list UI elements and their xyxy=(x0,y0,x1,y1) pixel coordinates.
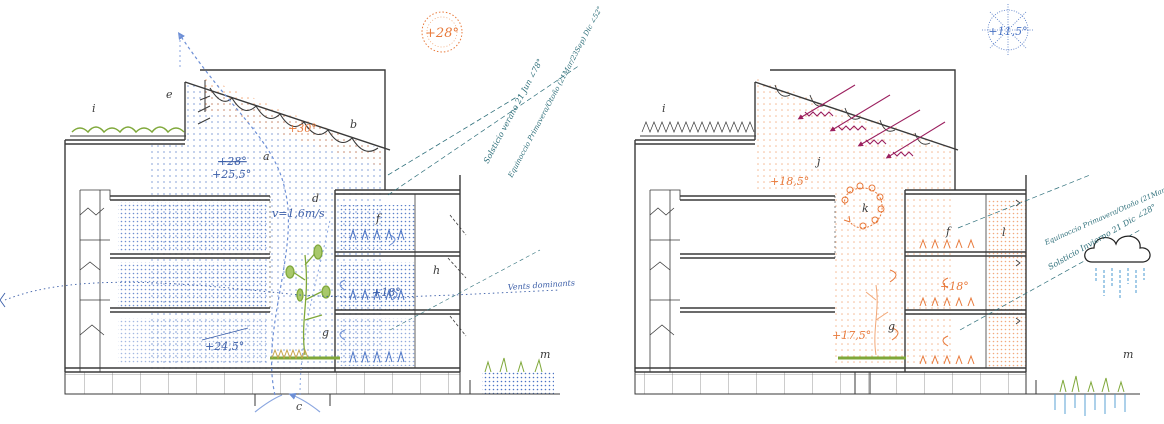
summer-temp-mid-right: +18° xyxy=(372,286,401,299)
summer-temp-upper: +25,5° xyxy=(212,168,251,181)
summer-label-g: g xyxy=(322,326,329,339)
summer-cool-air-arrows xyxy=(349,228,405,363)
winter-label-j: j xyxy=(814,155,821,168)
winter-exterior-grass xyxy=(1059,375,1125,393)
summer-roof-louvers xyxy=(209,87,379,152)
summer-solstice-label: Solsticio verano 21 Jun ∠78° xyxy=(482,57,545,165)
winter-equinox-ray xyxy=(957,174,1091,229)
summer-air-velocity: v=1,6m/s xyxy=(272,207,325,220)
summer-label-m: m xyxy=(540,348,550,361)
summer-label-f: f xyxy=(375,212,382,225)
winter-rain-cloud-icon xyxy=(1084,235,1151,300)
winter-label-g: g xyxy=(888,320,895,333)
summer-temp-roof: +30° xyxy=(288,122,317,135)
summer-section xyxy=(0,11,581,413)
summer-equinox-ray xyxy=(387,64,581,196)
summer-winds-label: Vents dominants xyxy=(508,278,576,292)
summer-sun-temperature: +28° xyxy=(425,26,459,41)
winter-buffer-fill xyxy=(986,200,1026,368)
winter-label-f: f xyxy=(945,225,952,238)
summer-exterior-ground xyxy=(482,372,554,394)
summer-label-i: i xyxy=(92,102,96,115)
winter-label-i: i xyxy=(662,102,666,115)
summer-green-roof xyxy=(71,126,185,134)
winter-temp-bottom: +17,5° xyxy=(832,329,871,342)
winter-cold-sun-icon xyxy=(982,4,1034,56)
winter-section xyxy=(634,4,1151,416)
winter-label-l: l xyxy=(1002,226,1006,239)
summer-label-d: d xyxy=(312,192,319,205)
winter-building-outline xyxy=(634,69,1027,373)
summer-slab-fill-3 xyxy=(118,318,266,364)
summer-temp-struck: +28° xyxy=(218,155,247,168)
summer-wind-line xyxy=(4,281,561,301)
summer-tree xyxy=(285,244,331,356)
winter-temp-upper: +18,5° xyxy=(770,175,809,188)
summer-foundation xyxy=(65,372,460,394)
summer-label-c: c xyxy=(296,400,302,413)
winter-label-m: m xyxy=(1123,348,1133,361)
summer-temp-bottom: +24,5° xyxy=(205,340,244,353)
summer-right-fill-2 xyxy=(340,262,415,310)
summer-sun-icon xyxy=(421,11,463,53)
winter-atrium-fill xyxy=(755,78,955,365)
summer-label-a: a xyxy=(263,150,270,163)
summer-intake-arrows xyxy=(254,395,321,413)
winter-temp-mid-right: +18° xyxy=(940,280,969,293)
winter-warm-air-arrows xyxy=(919,238,975,365)
summer-slab-fill-1 xyxy=(118,202,266,252)
summer-roof-hot-zone xyxy=(205,78,385,168)
winter-solar-gain-rays xyxy=(797,84,946,159)
summer-solstice-ray xyxy=(387,94,521,176)
summer-chimney-airflow xyxy=(178,32,289,396)
summer-label-b: b xyxy=(350,118,357,131)
summer-label-h: h xyxy=(433,264,440,277)
winter-foundation xyxy=(635,372,1026,394)
winter-convection-swirl xyxy=(841,182,885,230)
winter-label-k: k xyxy=(862,202,869,215)
winter-sun-temperature: +11,5° xyxy=(988,25,1027,38)
summer-right-fill-1 xyxy=(340,205,415,250)
winter-roof-vegetation xyxy=(641,121,755,133)
summer-label-e: e xyxy=(166,88,173,101)
